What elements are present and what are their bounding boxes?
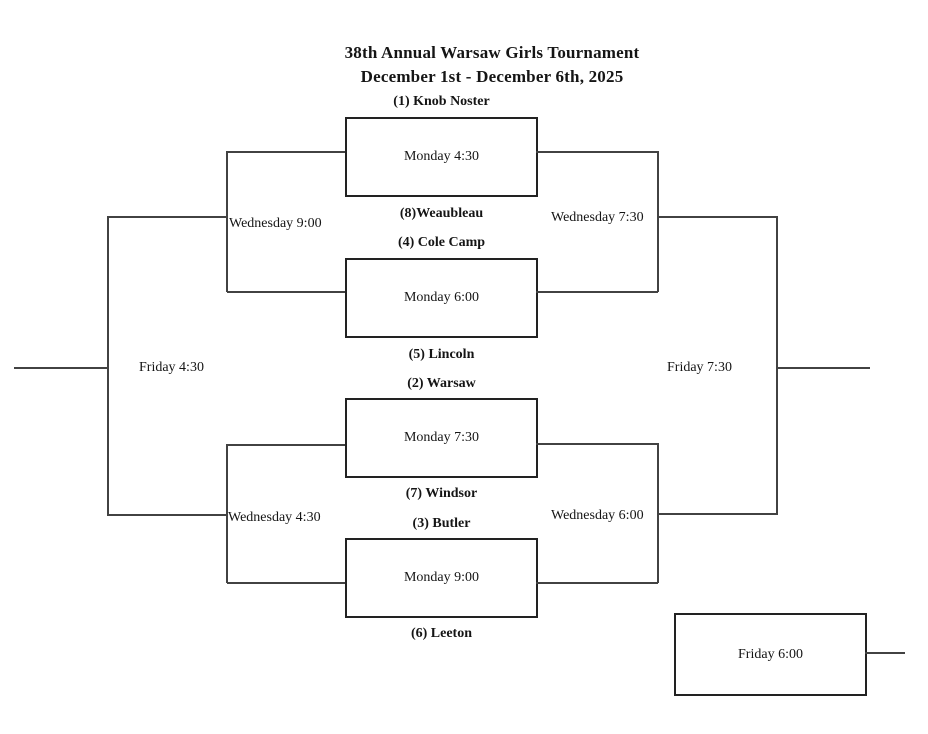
game-4-time: Monday 9:00 [403,570,480,585]
connector-left-final-vertical [107,216,109,516]
connector-game3-right-stub [536,443,658,445]
game-box-4: Monday 9:00 [345,538,538,618]
game-box-1: Monday 4:30 [345,117,538,197]
connector-consolation-stub [865,652,905,654]
tournament-title: 38th Annual Warsaw Girls Tournament [344,43,640,62]
connector-game2-right-stub [536,291,658,293]
connector-right-bottom-mid [657,513,777,515]
semifinal-left-bottom-label: Wednesday 4:30 [228,510,321,525]
game-1-time: Monday 4:30 [403,149,480,164]
game-3-time: Monday 7:30 [403,430,480,445]
connector-game4-left-stub [227,582,345,584]
seed-label-leeton: (6) Leeton [410,626,473,641]
tournament-dates: December 1st - December 6th, 2025 [360,67,624,86]
game-box-3: Monday 7:30 [345,398,538,478]
connector-right-final-vertical [776,216,778,515]
seed-label-cole-camp: (4) Cole Camp [397,235,486,250]
connector-right-final-stub [777,367,870,369]
connector-left-top-mid [108,216,227,218]
connector-game1-left-stub [227,151,345,153]
semifinal-right-top-label: Wednesday 7:30 [551,210,644,225]
connector-game4-right-stub [536,582,658,584]
connector-left-final-stub [14,367,108,369]
connector-left-top-vertical [226,151,228,292]
connector-right-top-mid [657,216,777,218]
seed-label-lincoln: (5) Lincoln [408,347,475,362]
seed-label-windsor: (7) Windsor [405,486,478,501]
final-left-label: Friday 4:30 [139,360,204,375]
game-box-2: Monday 6:00 [345,258,538,338]
connector-left-bottom-mid [108,514,227,516]
semifinal-left-top-label: Wednesday 9:00 [229,216,322,231]
game-2-time: Monday 6:00 [403,290,480,305]
connector-game2-left-stub [227,291,345,293]
connector-game3-left-stub [227,444,345,446]
consolation-time: Friday 6:00 [738,646,803,662]
semifinal-right-bottom-label: Wednesday 6:00 [551,508,644,523]
seed-label-warsaw: (2) Warsaw [407,376,476,391]
seed-label-butler: (3) Butler [412,516,471,531]
connector-game1-right-stub [536,151,658,153]
connector-left-bottom-vertical [226,444,228,583]
consolation-game-box: Friday 6:00 [674,613,867,696]
final-right-label: Friday 7:30 [667,360,732,375]
seed-label-knob-noster: (1) Knob Noster [393,94,490,109]
seed-label-weaubleau: (8)Weaubleau [399,206,484,221]
connector-right-top-vertical [657,151,659,292]
